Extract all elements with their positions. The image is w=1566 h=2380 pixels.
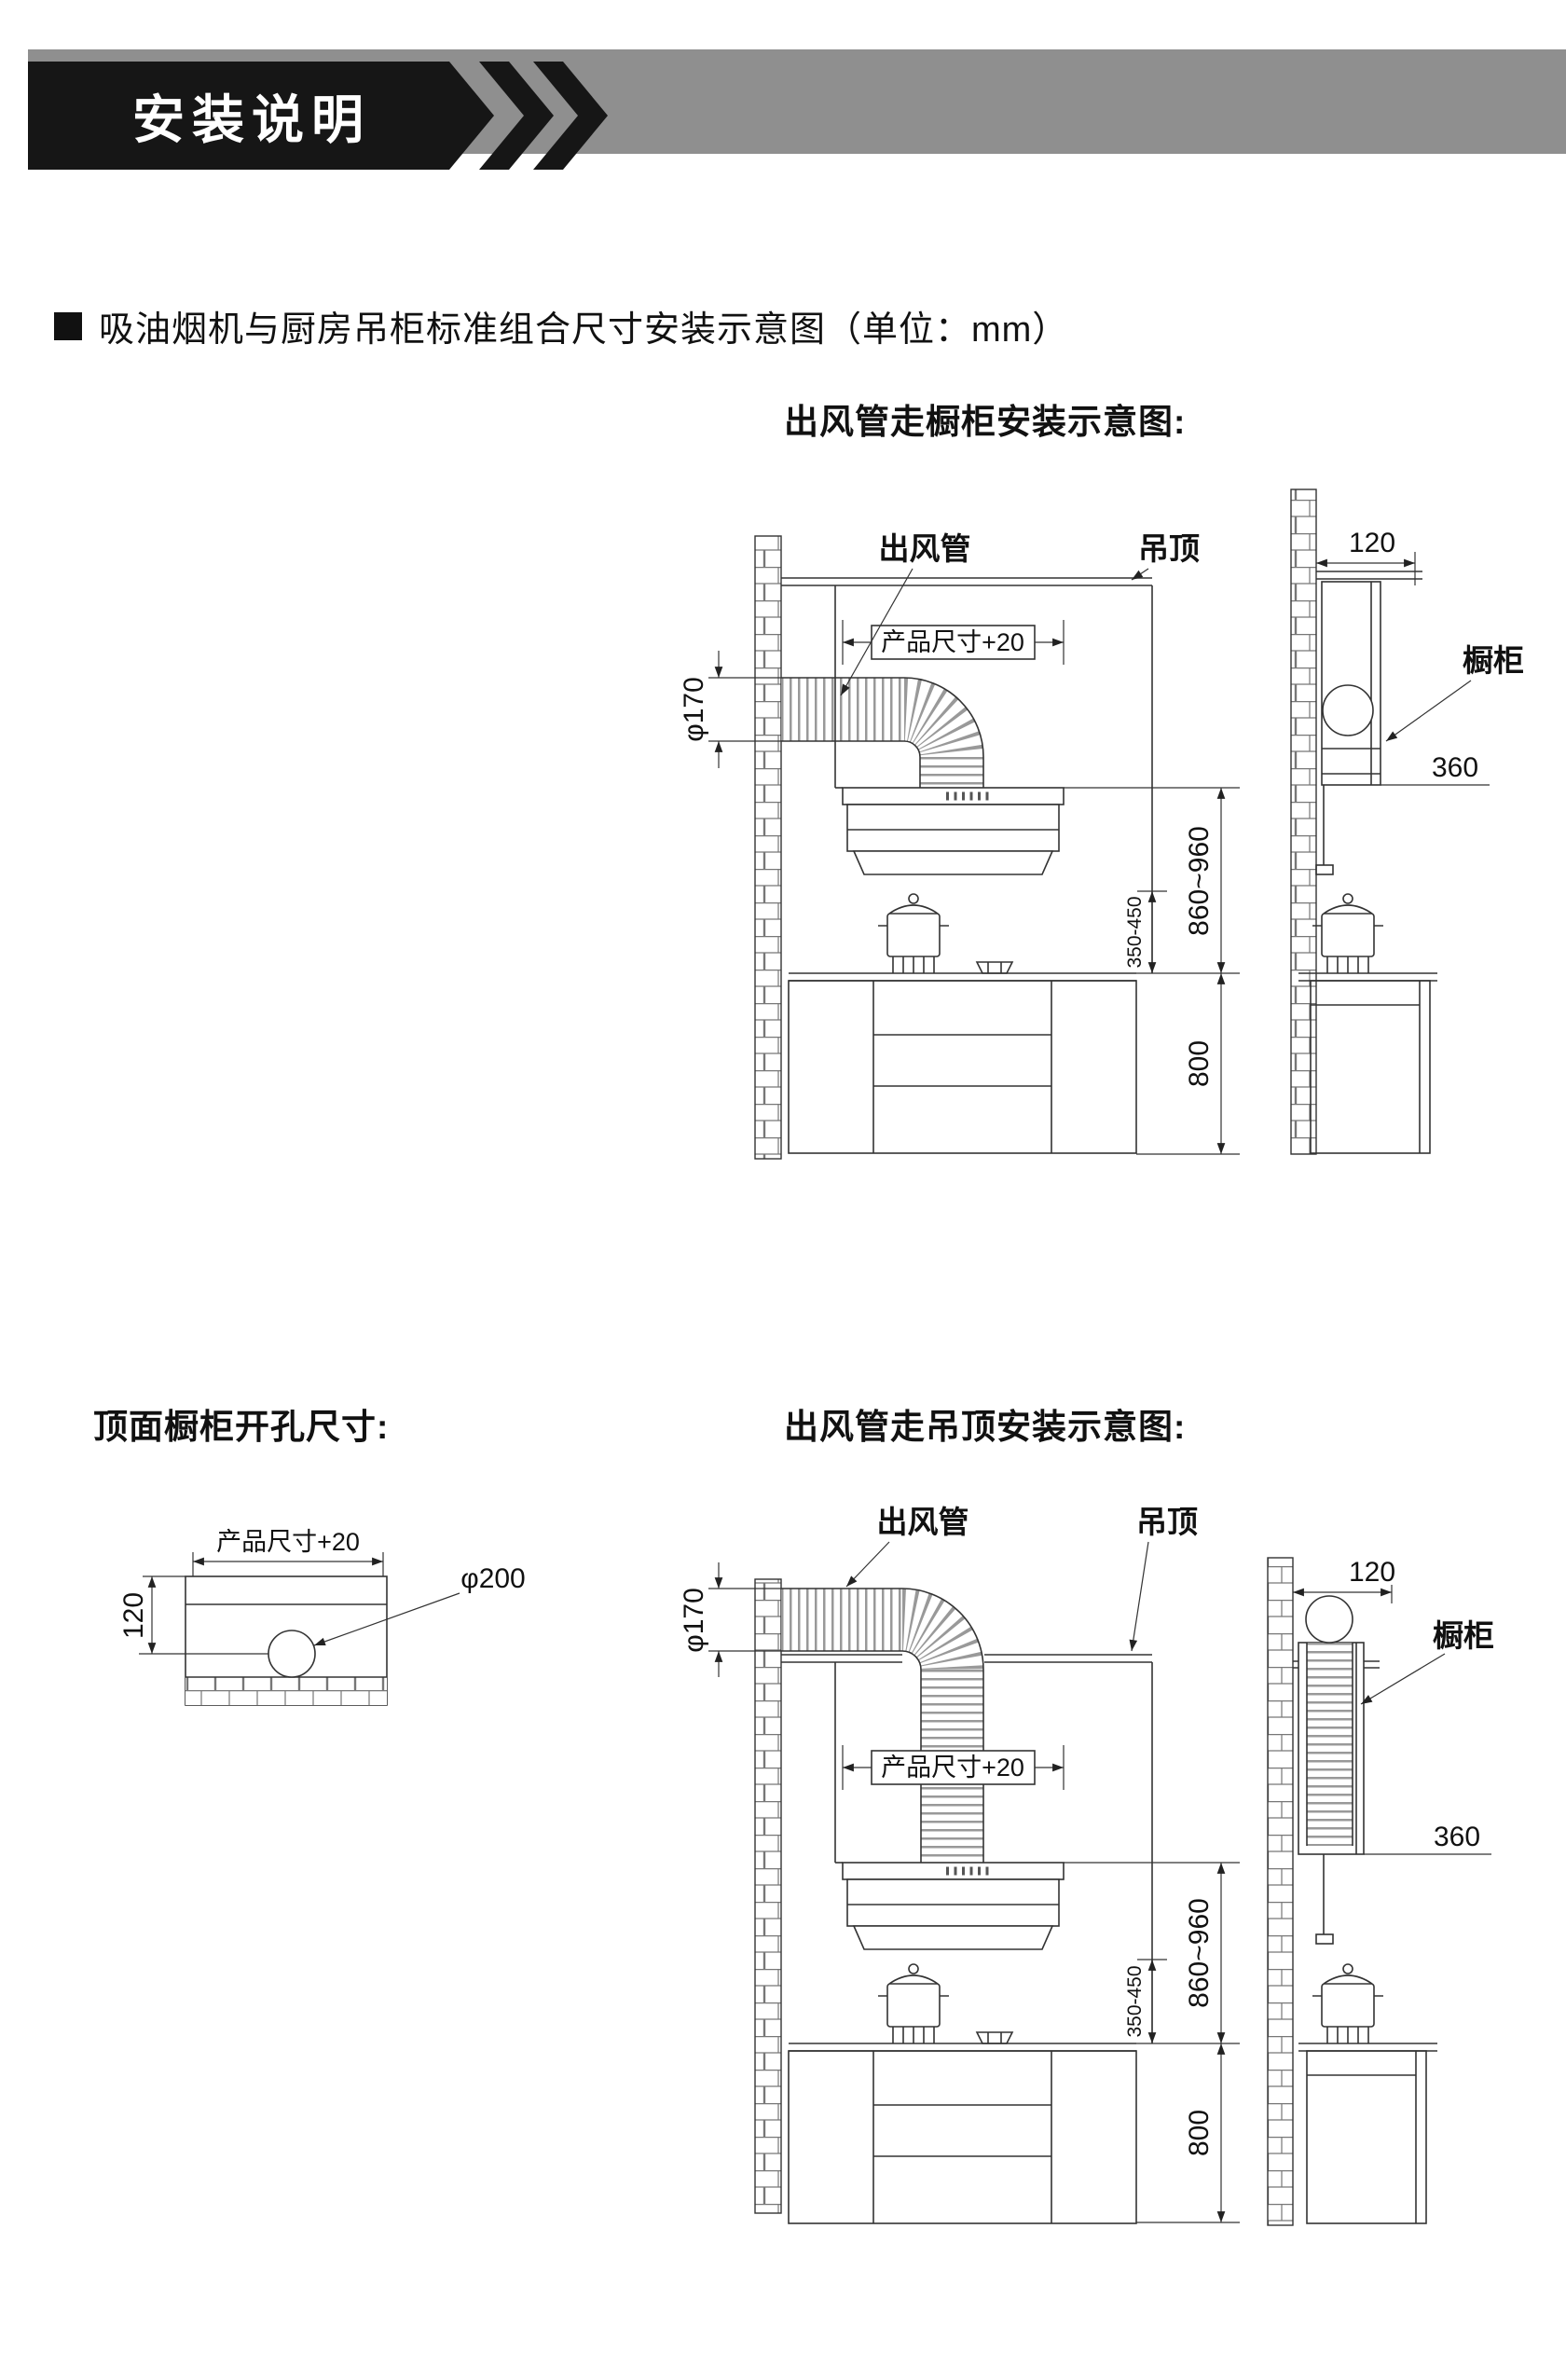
brick-wall-strip (185, 1677, 387, 1705)
hood-to-cooktop-label: 350-450 (1124, 1965, 1146, 2037)
dimension-hood-to-cooktop: 350-450 (1124, 890, 1167, 973)
dimension-edge-offset: 120 (118, 1575, 185, 1654)
cutout-hole (268, 1630, 316, 1678)
duct-elbow-top (1305, 1595, 1353, 1644)
diagram-title-top-cutout: 顶面橱柜开孔尺寸: (93, 1408, 390, 1446)
dimension-duct-diameter: φ170 (679, 1562, 781, 1677)
cabinet-height-label: 360 (1434, 1822, 1480, 1852)
duct-label: 出风管 (879, 531, 971, 566)
dimension-cabinet-height: 360 (1364, 1822, 1491, 1855)
front-view: 产品尺寸+20 φ170 出风管 吊顶 (679, 531, 1240, 1160)
dimension-hood-to-cooktop: 350-450 (1124, 1959, 1167, 2043)
brick-wall (1267, 1557, 1294, 2226)
cooking-pot (1312, 893, 1384, 974)
base-cabinet-side (1306, 2050, 1427, 2224)
range-hood-side (1315, 1853, 1334, 1945)
front-view: 产品尺寸+20 φ170 出风管 吊顶 (679, 1505, 1240, 2224)
product-width-label: 产品尺寸+20 (216, 1528, 360, 1556)
diagram-title-ceiling-route: 出风管走吊顶安装示意图: (784, 1408, 1187, 1446)
cooking-pot (877, 893, 950, 974)
brick-wall (754, 1578, 782, 2214)
dimension-product-width: 产品尺寸+20 (842, 620, 1065, 665)
base-cabinet-side (1310, 980, 1431, 1154)
cabinet-label: 橱柜 (1433, 1618, 1494, 1653)
cabinet-depth-label: 120 (1349, 528, 1395, 558)
base-cabinet (788, 2050, 1137, 2224)
cabinet-depth-label: 120 (1349, 1557, 1395, 1588)
dimension-cabinet-height: 360 (1381, 752, 1490, 786)
dimension-cabinet-depth: 120 (1316, 528, 1416, 585)
duct-hole (1322, 684, 1374, 736)
brick-wall (754, 535, 782, 1160)
cabinet-label: 橱柜 (1463, 643, 1524, 678)
header-banner: 安装说明 (28, 62, 494, 170)
dimension-duct-diameter: φ170 (679, 651, 781, 768)
dimension-base-height: 800 (1136, 2043, 1240, 2223)
range-hood-side (1315, 784, 1334, 875)
dimension-cabinet-depth: 120 (1293, 1557, 1395, 1603)
base-cabinet (788, 980, 1137, 1154)
exhaust-duct-vertical (1305, 1595, 1353, 1846)
dimension-hood-height: 860~960 (1064, 1862, 1240, 2044)
ceiling-label: 吊顶 (1136, 1505, 1198, 1539)
duct-label: 出风管 (877, 1505, 969, 1539)
section-title: 吸油烟机与厨房吊柜标准组合尺寸安装示意图（单位：mm） (99, 310, 1069, 350)
cabinet-height-label: 360 (1432, 752, 1478, 783)
brick-wall (1290, 488, 1317, 1155)
product-width-label: 产品尺寸+20 (881, 1754, 1024, 1782)
hole-diameter-label: φ200 (460, 1563, 526, 1594)
hood-height-label: 860~960 (1184, 1898, 1215, 2008)
diagram-title-cabinet-route: 出风管走橱柜安装示意图: (784, 403, 1187, 441)
ceiling-label: 吊顶 (1138, 531, 1200, 566)
hood-height-label: 860~960 (1184, 826, 1215, 936)
diagram-cabinet-route: 产品尺寸+20 φ170 出风管 吊顶 (679, 488, 1524, 1160)
range-hood (843, 788, 1064, 874)
side-view: 120 橱柜 360 (1267, 1557, 1494, 2226)
base-height-label: 800 (1184, 2110, 1215, 2156)
dimension-product-width: 产品尺寸+20 (842, 1745, 1065, 1790)
hood-to-cooktop-label: 350-450 (1124, 896, 1146, 968)
page-title: 安装说明 (132, 89, 371, 149)
exhaust-duct (781, 1588, 984, 1863)
dimension-hole-diameter: φ200 (313, 1563, 526, 1646)
exhaust-duct (781, 677, 984, 788)
diagram-ceiling-route: 产品尺寸+20 φ170 出风管 吊顶 (679, 1505, 1494, 2226)
section-heading: 吸油烟机与厨房吊柜标准组合尺寸安装示意图（单位：mm） (54, 300, 1068, 351)
range-hood (843, 1863, 1064, 1949)
cooking-pot (877, 1963, 950, 2044)
product-width-label: 产品尺寸+20 (881, 628, 1024, 656)
gas-burner (976, 2031, 1013, 2044)
dimension-base-height: 800 (1136, 973, 1240, 1155)
edge-offset-label: 120 (118, 1592, 149, 1639)
side-view: 120 橱柜 360 (1290, 488, 1524, 1155)
diagram-top-cutout: 产品尺寸+20 120 φ200 (118, 1528, 526, 1706)
duct-diameter-label: φ170 (679, 677, 709, 742)
duct-diameter-label: φ170 (679, 1588, 709, 1653)
gas-burner (976, 961, 1013, 974)
wall-cabinet (1298, 1642, 1365, 1855)
base-height-label: 800 (1184, 1040, 1215, 1087)
square-bullet-icon (54, 311, 82, 340)
cooking-pot (1312, 1963, 1384, 2044)
dimension-product-width: 产品尺寸+20 (192, 1528, 384, 1576)
